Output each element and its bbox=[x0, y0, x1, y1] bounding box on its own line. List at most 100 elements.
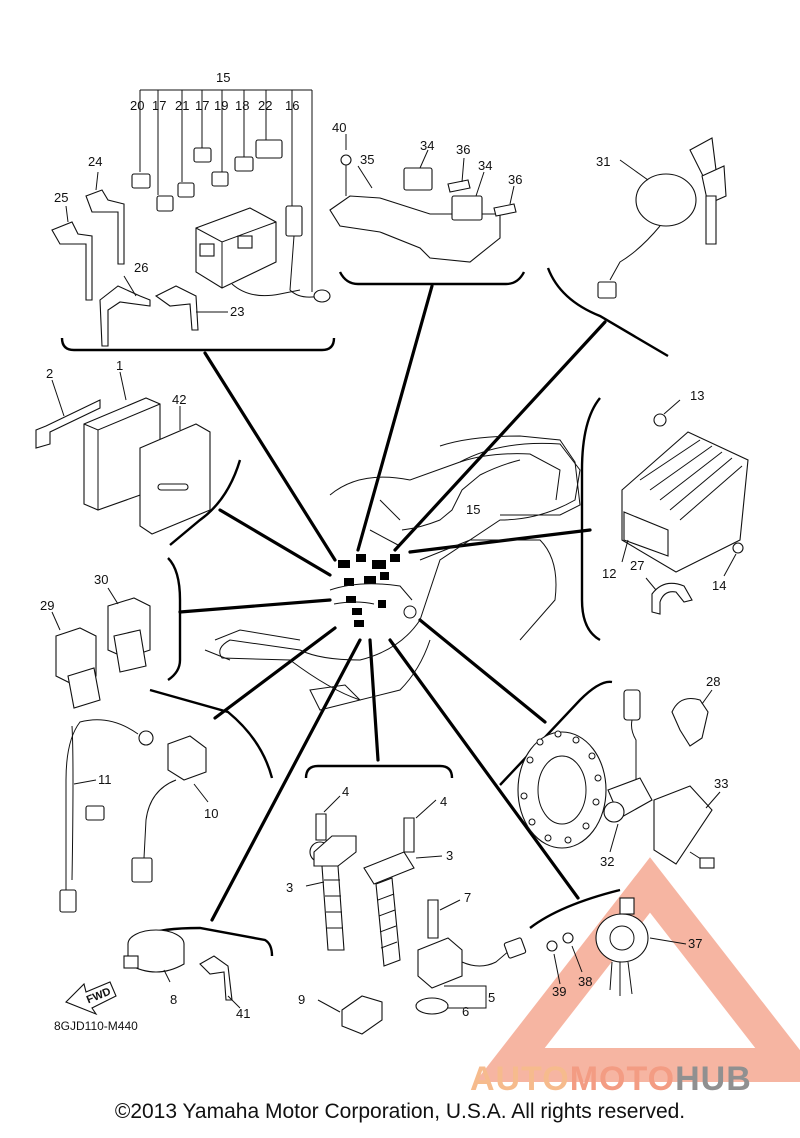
clamp-26-icon bbox=[99, 285, 151, 347]
main-switch-icon bbox=[635, 173, 697, 227]
sensor-37-icon bbox=[595, 913, 649, 963]
callout-26: 26 bbox=[134, 260, 148, 275]
bracket-relays bbox=[167, 557, 182, 681]
bracket-sensor-37 bbox=[529, 888, 621, 929]
rotor-icon bbox=[517, 731, 607, 849]
washer-14-icon bbox=[732, 542, 744, 554]
wire-harness bbox=[329, 554, 413, 627]
relay-34b-icon bbox=[451, 195, 483, 221]
callout-30: 30 bbox=[94, 572, 108, 587]
bracket-right bbox=[580, 397, 601, 642]
callout-numbers: 15 20 17 21 17 19 18 22 16 24 25 26 23 4… bbox=[40, 70, 728, 1021]
callout-6: 6 bbox=[462, 1004, 469, 1019]
callout-12: 12 bbox=[602, 566, 616, 581]
pickup-group bbox=[517, 689, 721, 869]
callout-24: 24 bbox=[88, 154, 102, 169]
fuse-18-icon bbox=[234, 156, 254, 172]
callout-35: 35 bbox=[360, 152, 374, 167]
callout-18: 18 bbox=[235, 98, 249, 113]
fuse-21-icon bbox=[177, 182, 195, 198]
watermark-moto: MOTO bbox=[570, 1060, 675, 1098]
callout-22: 22 bbox=[258, 98, 272, 113]
callout-7: 7 bbox=[464, 890, 471, 905]
sensor-9-icon bbox=[341, 995, 383, 1035]
callout-38: 38 bbox=[578, 974, 592, 989]
callout-25: 25 bbox=[54, 190, 68, 205]
regulator-group bbox=[621, 399, 749, 615]
sensor-5-icon bbox=[417, 937, 463, 989]
callout-27: 27 bbox=[630, 558, 644, 573]
bolt-36b-icon bbox=[493, 203, 517, 217]
bracket-35-icon bbox=[329, 195, 501, 263]
sensor-8-group bbox=[123, 929, 241, 1009]
callout-33: 33 bbox=[714, 776, 728, 791]
callout-13: 13 bbox=[690, 388, 704, 403]
callout-15-frame: 15 bbox=[466, 502, 480, 517]
relay-bracket-group bbox=[329, 134, 517, 263]
key-icon bbox=[705, 195, 717, 245]
sensor-37-group bbox=[546, 897, 687, 996]
sensor-10-icon bbox=[167, 735, 207, 781]
callout-9: 9 bbox=[298, 992, 305, 1007]
callout-10: 10 bbox=[204, 806, 218, 821]
bolt-40-icon bbox=[340, 154, 352, 166]
washer-38-icon bbox=[562, 932, 574, 944]
relay-group bbox=[51, 587, 151, 709]
fuse-19-icon bbox=[211, 171, 229, 187]
callout-39: 39 bbox=[552, 984, 566, 999]
fuse-17-icon bbox=[156, 195, 174, 212]
fuse-box-icon bbox=[195, 207, 277, 289]
callout-8: 8 bbox=[170, 992, 177, 1007]
lead-2-icon bbox=[35, 399, 101, 449]
callout-34-top: 34 bbox=[420, 138, 434, 153]
callout-40: 40 bbox=[332, 120, 346, 135]
clamp-23-icon bbox=[154, 285, 199, 331]
callout-1: 1 bbox=[116, 358, 123, 373]
ignition-coil-3b-icon bbox=[363, 851, 415, 885]
cover-33-icon bbox=[653, 785, 713, 865]
relay-34-icon bbox=[403, 167, 433, 191]
bracket-pickup bbox=[499, 680, 613, 786]
svg-text:AUTOMOTOHUB: AUTOMOTOHUB bbox=[470, 1060, 752, 1098]
callout-14: 14 bbox=[712, 578, 726, 593]
frame-outline bbox=[204, 435, 581, 711]
copyright-notice: ©2013 Yamaha Motor Corporation, U.S.A. A… bbox=[114, 1100, 686, 1123]
callout-23: 23 bbox=[230, 304, 244, 319]
callout-4-right: 4 bbox=[440, 794, 447, 809]
callout-34-second: 34 bbox=[478, 158, 492, 173]
automotohub-watermark: AUTOMOTOHUB bbox=[470, 857, 800, 1098]
clamp-41-icon bbox=[199, 955, 233, 1001]
callout-32: 32 bbox=[600, 854, 614, 869]
callout-21: 21 bbox=[175, 98, 189, 113]
rectifier-regulator-icon bbox=[621, 431, 749, 573]
callout-19: 19 bbox=[214, 98, 228, 113]
watermark-auto: AUTO bbox=[470, 1060, 570, 1098]
fuse-22-icon bbox=[255, 139, 283, 159]
sensor-5-group bbox=[415, 899, 527, 1015]
fuse-17b-icon bbox=[193, 147, 212, 163]
bracket-top-center bbox=[338, 271, 526, 286]
ecu-group bbox=[35, 371, 211, 535]
screw-39-icon bbox=[546, 940, 558, 952]
callout-36-second: 36 bbox=[508, 172, 522, 187]
callout-31: 31 bbox=[596, 154, 610, 169]
sensor-10-group bbox=[59, 719, 209, 913]
nut-13-icon bbox=[653, 413, 667, 427]
bolt-4b-icon bbox=[403, 817, 415, 853]
connector-16-icon bbox=[285, 205, 303, 237]
callout-28: 28 bbox=[706, 674, 720, 689]
plate-42-icon bbox=[139, 423, 211, 535]
callout-2: 2 bbox=[46, 366, 53, 381]
callout-3-left: 3 bbox=[286, 880, 293, 895]
bolt-36-icon bbox=[447, 179, 471, 193]
callout-11: 11 bbox=[98, 772, 112, 787]
callout-42: 42 bbox=[172, 392, 186, 407]
bolt-7-icon bbox=[427, 899, 439, 939]
clamp-28-icon bbox=[671, 697, 709, 747]
sensor-9-group bbox=[317, 995, 383, 1035]
fuse-20-icon bbox=[131, 173, 151, 189]
callout-17-second: 17 bbox=[195, 98, 209, 113]
callout-3-right: 3 bbox=[446, 848, 453, 863]
main-switch-group bbox=[597, 137, 727, 299]
